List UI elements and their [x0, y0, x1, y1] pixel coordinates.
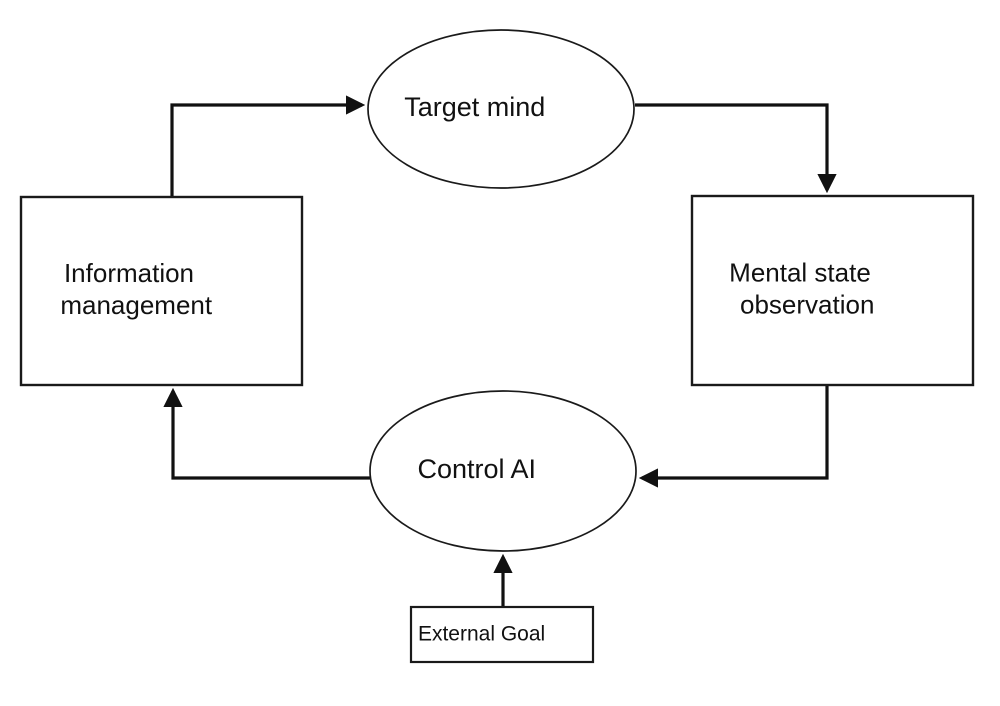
node-target-mind[interactable]: Target mind: [367, 29, 635, 189]
control-ai-ellipse[interactable]: [369, 390, 637, 552]
target-mind-label-line-1: Target mind: [404, 92, 545, 122]
control-ai-label: Control AI: [417, 454, 588, 484]
target-mind-ellipse[interactable]: [367, 29, 635, 189]
control-ai-label-line-1: Control AI: [417, 454, 536, 484]
mental-state-observation-box[interactable]: [690, 194, 975, 387]
information-management-label-line-2: management: [60, 290, 213, 320]
node-information-management[interactable]: Information management: [19, 195, 304, 387]
external-goal-box[interactable]: [409, 605, 595, 664]
edge-mental-state-observation-to-control-ai: [638, 385, 829, 488]
mental-state-observation-label: Mental state observation: [729, 258, 936, 320]
edge-target-mind-to-mental-state-observation: [635, 103, 837, 194]
edge-control-ai-to-information-management: [163, 387, 370, 480]
information-management-box[interactable]: [19, 195, 304, 387]
target-mind-label: Target mind: [404, 92, 598, 122]
node-external-goal[interactable]: External Goal: [409, 605, 595, 664]
mental-state-observation-label-line-1: Mental state: [729, 258, 871, 288]
node-control-ai[interactable]: Control AI: [369, 390, 637, 552]
mental-state-observation-label-line-2: observation: [740, 289, 874, 319]
information-management-label-line-1: Information: [64, 258, 194, 288]
external-goal-label: External Goal: [418, 622, 586, 645]
edge-layer: [163, 95, 837, 607]
external-goal-label-line-1: External Goal: [418, 622, 545, 645]
information-management-label: Information management: [60, 258, 262, 320]
node-mental-state-observation[interactable]: Mental state observation: [690, 194, 975, 387]
edge-information-management-to-target-mind: [170, 95, 366, 197]
